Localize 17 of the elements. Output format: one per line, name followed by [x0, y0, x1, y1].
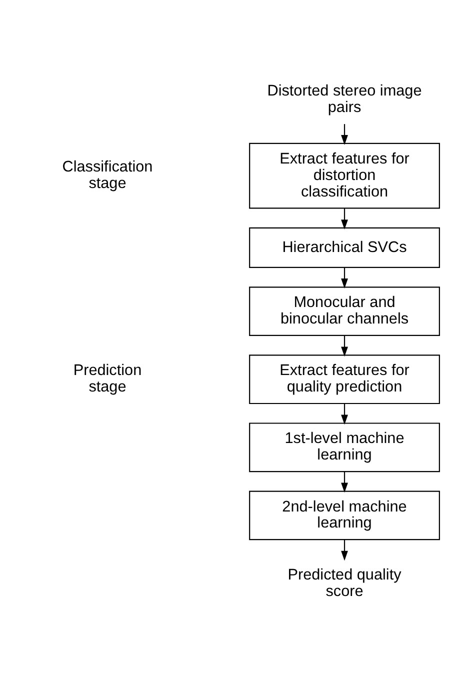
arrow [341, 124, 348, 145]
node-text: Predicted quality score [288, 566, 402, 600]
arrow [341, 472, 348, 493]
arrow [341, 540, 348, 561]
arrow [341, 268, 348, 288]
arrow [341, 208, 348, 230]
node-box: Extract features for distortion classification [249, 142, 440, 209]
node-box: Monocular and binocular channels [249, 286, 440, 336]
node-box: Hierarchical SVCs [249, 227, 440, 268]
node-box: 2nd-level machine learning [249, 490, 440, 540]
arrow [341, 404, 348, 425]
node-text: Distorted stereo image pairs [267, 82, 422, 116]
label: Prediction stage [73, 362, 142, 396]
node-box: Extract features for quality prediction [249, 354, 440, 404]
arrow [341, 336, 348, 357]
label: Classification stage [62, 158, 153, 192]
node-box: 1st-level machine learning [249, 422, 440, 472]
